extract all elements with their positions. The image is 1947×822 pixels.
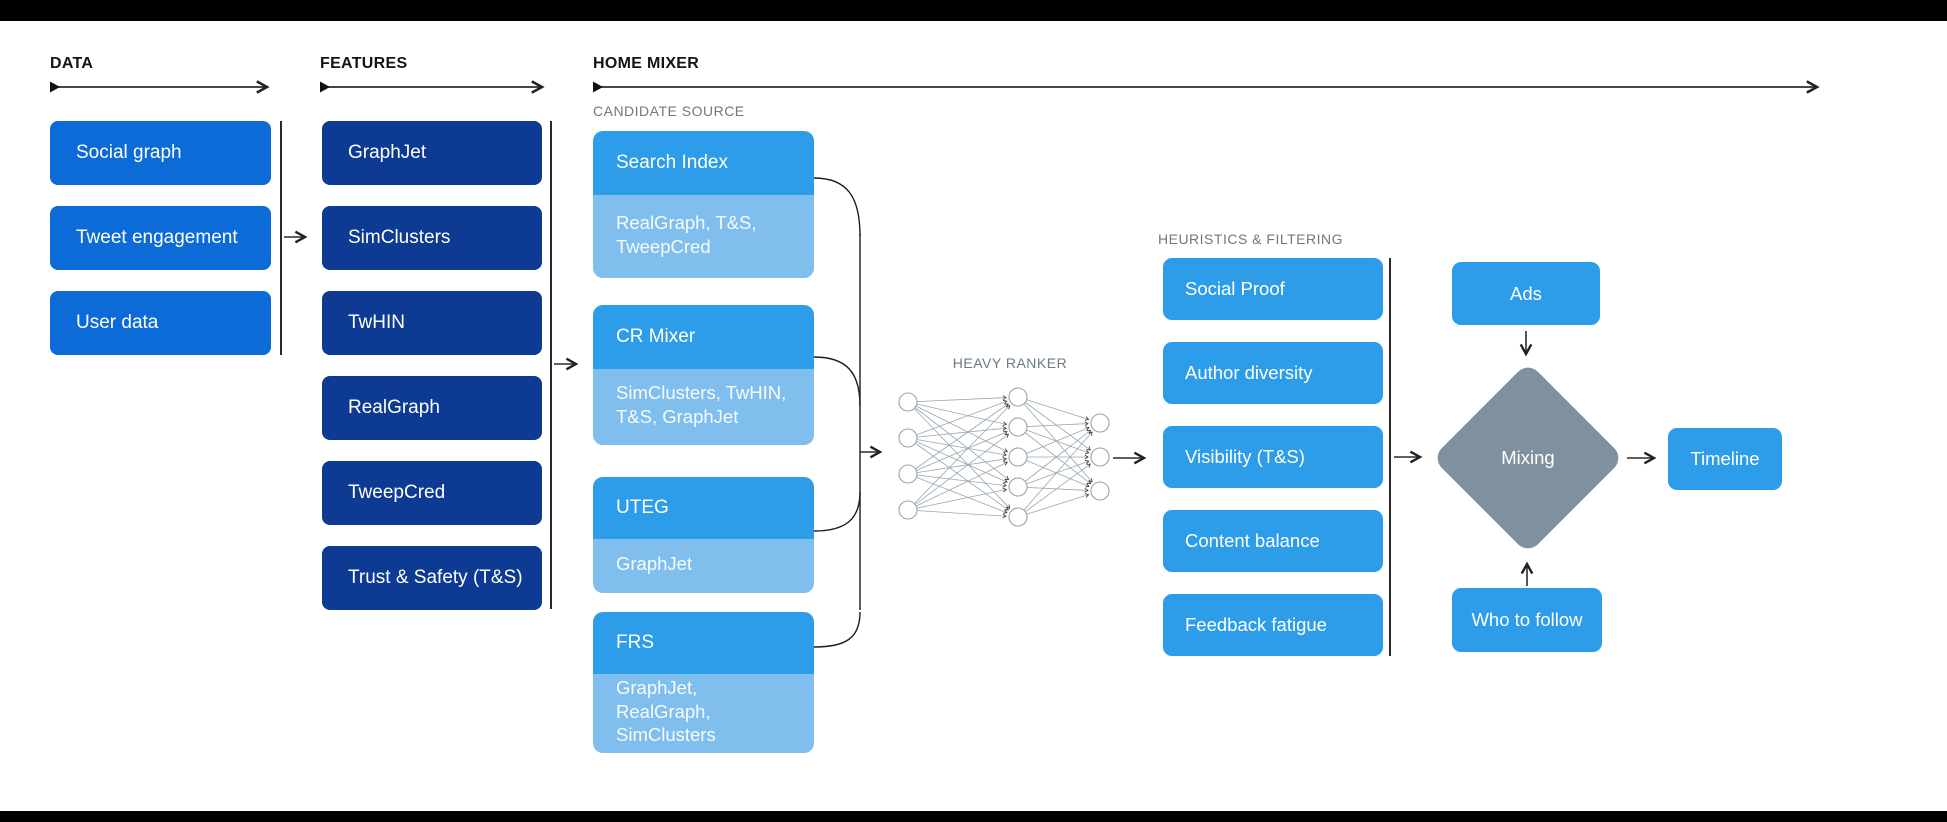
candidate-card-sources: GraphJet, RealGraph, SimClusters (593, 674, 814, 753)
candidate-card-title: Search Index (593, 131, 814, 195)
candidate-card-title: CR Mixer (593, 305, 814, 369)
mixing-diamond-label: Mixing (1501, 447, 1555, 468)
candidate-card-sources: RealGraph, T&S, TweepCred (593, 195, 814, 278)
candidate-card-sources: SimClusters, TwHIN, T&S, GraphJet (593, 369, 814, 445)
data-box-tweet-engagement: Tweet engagement (50, 206, 271, 270)
top-letterbox-bar (0, 0, 1947, 21)
heuristic-box-author-diversity: Author diversity (1163, 342, 1383, 404)
heuristic-box-content-balance: Content balance (1163, 510, 1383, 572)
header-arrow-start-markers (50, 81, 603, 93)
section-header-features: FEATURES (320, 55, 408, 72)
timeline-box: Timeline (1668, 428, 1782, 490)
candidate-card-uteg: UTEG GraphJet (593, 477, 814, 593)
candidate-card-title: UTEG (593, 477, 814, 539)
heuristic-box-feedback-fatigue: Feedback fatigue (1163, 594, 1383, 656)
data-box-user-data: User data (50, 291, 271, 355)
label-candidate-source: CANDIDATE SOURCE (593, 103, 745, 119)
candidate-card-cr-mixer: CR Mixer SimClusters, TwHIN, T&S, GraphJ… (593, 305, 814, 445)
mixing-diamond: Mixing (1431, 361, 1625, 555)
feature-box-trust-safety: Trust & Safety (T&S) (322, 546, 542, 610)
label-heuristics-filtering: HEURISTICS & FILTERING (1158, 231, 1343, 247)
ads-box: Ads (1452, 262, 1600, 325)
feature-box-simclusters: SimClusters (322, 206, 542, 270)
candidate-merge-connectors (813, 177, 861, 648)
feature-box-graphjet: GraphJet (322, 121, 542, 185)
heuristic-box-social-proof: Social Proof (1163, 258, 1383, 320)
section-header-home-mixer: HOME MIXER (593, 55, 700, 72)
section-header-data: DATA (50, 55, 94, 72)
neural-network-graphic (898, 387, 1110, 527)
who-to-follow-box: Who to follow (1452, 588, 1602, 652)
feature-box-tweepcred: TweepCred (322, 461, 542, 525)
label-heavy-ranker: HEAVY RANKER (952, 355, 1068, 371)
candidate-card-search-index: Search Index RealGraph, T&S, TweepCred (593, 131, 814, 278)
candidate-card-frs: FRS GraphJet, RealGraph, SimClusters (593, 612, 814, 753)
feature-box-twhin: TwHIN (322, 291, 542, 355)
data-box-social-graph: Social graph (50, 121, 271, 185)
candidate-card-title: FRS (593, 612, 814, 674)
candidate-card-sources: GraphJet (593, 539, 814, 593)
feature-box-realgraph: RealGraph (322, 376, 542, 440)
heuristic-box-visibility: Visibility (T&S) (1163, 426, 1383, 488)
bottom-letterbox-bar (0, 811, 1947, 822)
